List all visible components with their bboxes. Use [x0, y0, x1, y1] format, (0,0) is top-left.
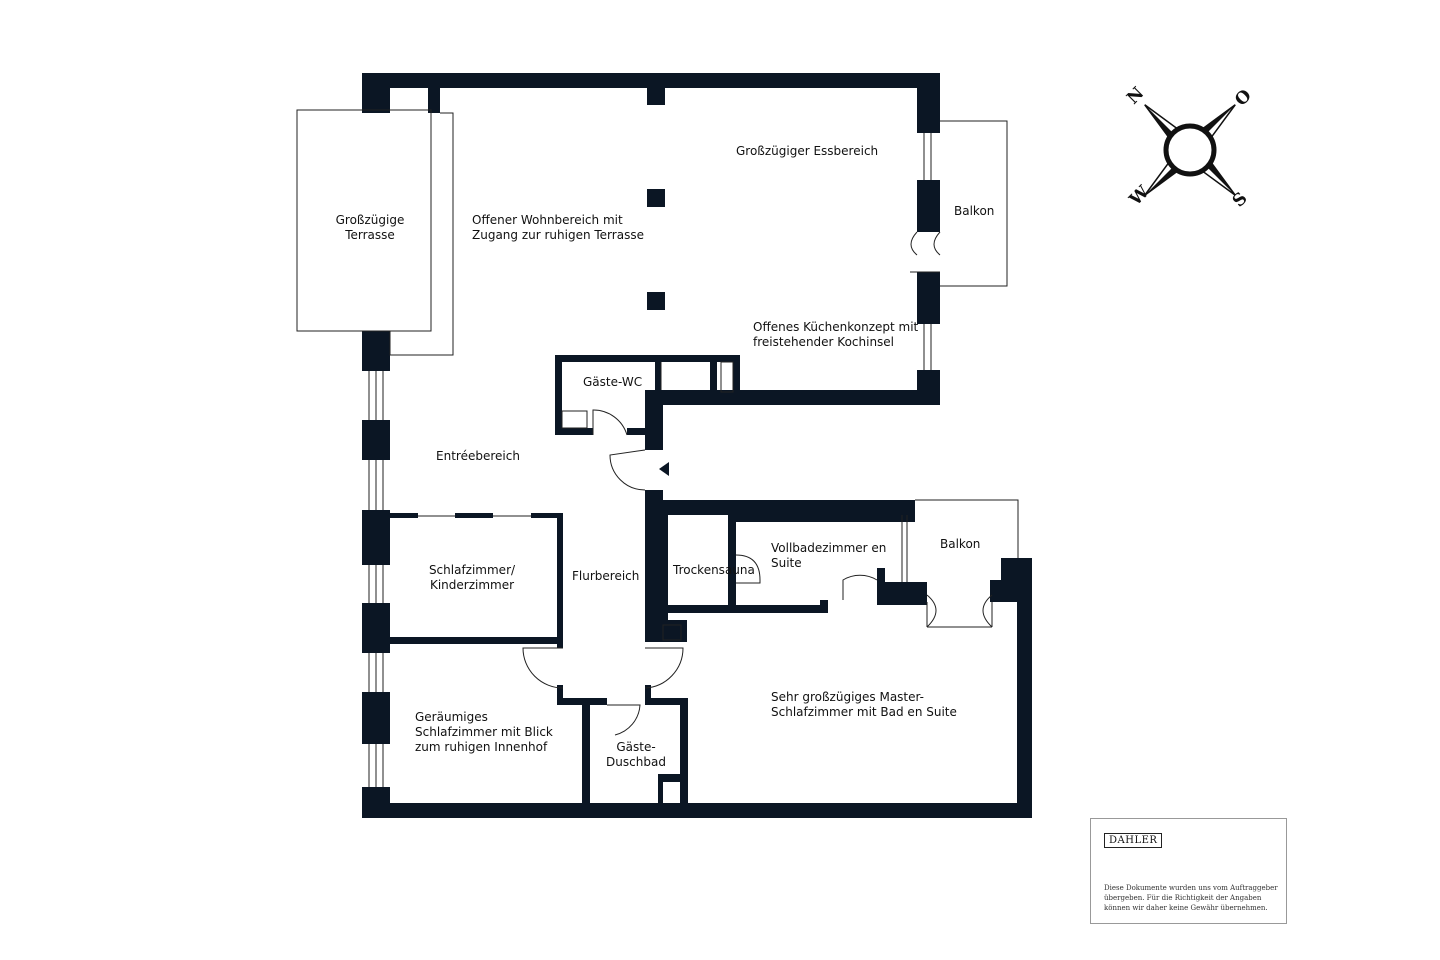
walls: [362, 73, 1032, 818]
room-label-essbereich: Großzügiger Essbereich: [736, 144, 879, 158]
room-label-flur: Flurbereich: [572, 569, 640, 583]
room-label-gaeste-duschbad: Gäste- Duschbad: [606, 740, 666, 769]
room-label-balkon-ost: Balkon: [954, 204, 995, 218]
room-label-master: Sehr großzügiges Master- Schlafzimmer mi…: [771, 690, 957, 719]
room-label-trockensauna: Trockensauna: [673, 563, 755, 577]
room-label-wohnbereich: Offener Wohnbereich mit Zugang zur ruhig…: [472, 213, 644, 242]
dahler-logo: DAHLER: [1104, 833, 1163, 848]
entrance-arrow-icon: [659, 462, 669, 476]
brand-box: DAHLER Diese Dokumente wurden uns vom Au…: [1090, 818, 1287, 924]
room-label-schlafzimmer-kinder: Schlafzimmer/ Kinderzimmer: [428, 563, 516, 592]
room-label-balkon-sued: Balkon: [940, 537, 981, 551]
room-label-terrasse: Großzügige Terrasse: [335, 213, 405, 242]
compass-icon: [1144, 104, 1236, 196]
room-label-kueche: Offenes Küchenkonzept mit freistehender …: [753, 320, 919, 349]
disclaimer-text: Diese Dokumente wurden uns vom Auftragge…: [1104, 884, 1278, 912]
room-label-schlafzimmer-innenhof: Geräumiges Schlafzimmer mit Blick zum ru…: [415, 710, 553, 754]
thin-lines: [296, 109, 1019, 787]
room-label-vollbad: Vollbadezimmer en Suite: [771, 541, 887, 570]
compass-rose: N O S W: [1120, 80, 1260, 220]
room-label-entree: Entréebereich: [436, 449, 520, 463]
room-label-gaeste-wc: Gäste-WC: [583, 375, 643, 389]
